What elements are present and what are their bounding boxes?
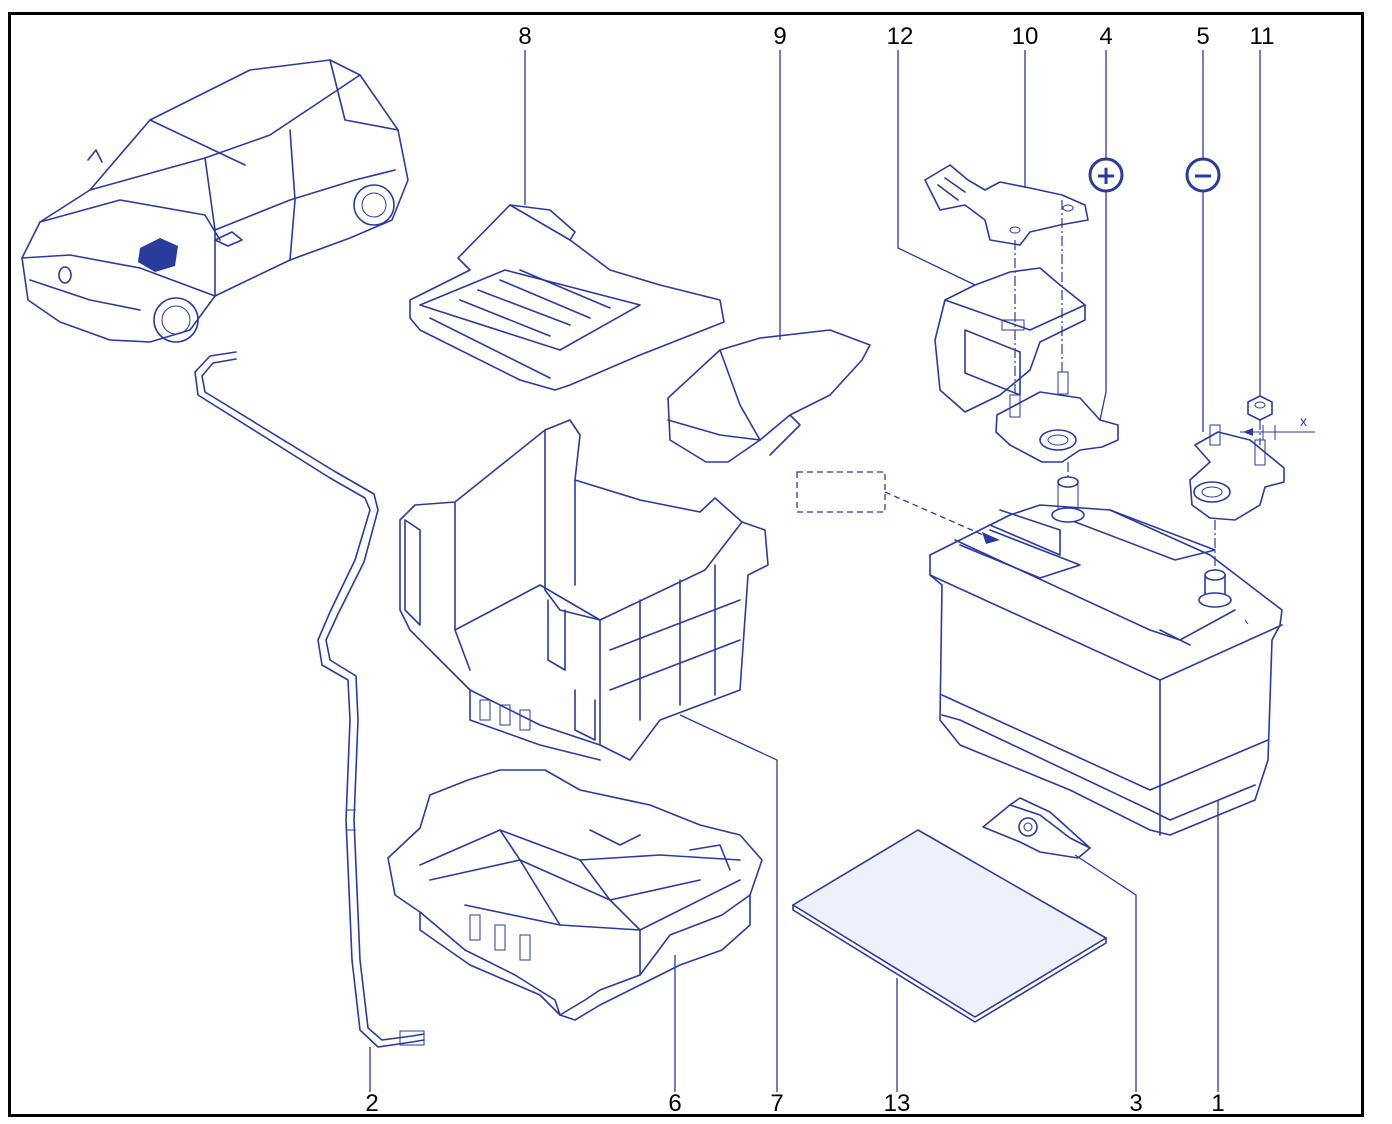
callout-3: 3 xyxy=(1129,1090,1143,1117)
dimension-x-label: x xyxy=(1300,413,1307,429)
callout-10: 10 xyxy=(1011,23,1039,50)
callout-12: 12 xyxy=(886,23,914,50)
fixing-clamp-part-3 xyxy=(982,797,1091,859)
positive-terminal-part-4 xyxy=(995,371,1119,463)
battery-tray-part-7 xyxy=(399,419,769,761)
battery-cover-part-8 xyxy=(409,204,725,391)
negative-symbol: − xyxy=(1185,157,1221,193)
assembly-axis-lines xyxy=(1014,200,1261,570)
label-location-indicator xyxy=(796,471,1000,544)
car-illustration xyxy=(21,59,409,343)
leader-lines xyxy=(369,50,1261,1092)
callout-8: 8 xyxy=(518,23,532,50)
callout-6: 6 xyxy=(668,1090,682,1117)
terminal-holder-part-12 xyxy=(934,267,1086,413)
dimension-x-marker xyxy=(1240,425,1315,440)
terminal-cover-part-9 xyxy=(667,329,871,463)
negative-terminal-part-5 xyxy=(1189,424,1285,521)
insulating-mat-part-13 xyxy=(792,829,1107,1023)
callout-1: 1 xyxy=(1211,1090,1225,1117)
callout-5: 5 xyxy=(1196,23,1210,50)
callout-9: 9 xyxy=(773,23,787,50)
battery-part-1 xyxy=(929,476,1283,836)
nut-part-11 xyxy=(1247,395,1273,421)
battery-base-part-6 xyxy=(387,769,763,1021)
callout-4: 4 xyxy=(1099,23,1113,50)
callout-2: 2 xyxy=(365,1090,379,1117)
callout-11: 11 xyxy=(1249,23,1275,50)
positive-symbol: + xyxy=(1088,157,1124,193)
bracket-part-10 xyxy=(924,164,1089,246)
callout-7: 7 xyxy=(770,1090,784,1117)
callout-13: 13 xyxy=(883,1090,911,1117)
positive-symbol-text: + xyxy=(1095,161,1117,191)
breather-hose xyxy=(194,351,425,1048)
negative-symbol-text: − xyxy=(1192,161,1214,191)
